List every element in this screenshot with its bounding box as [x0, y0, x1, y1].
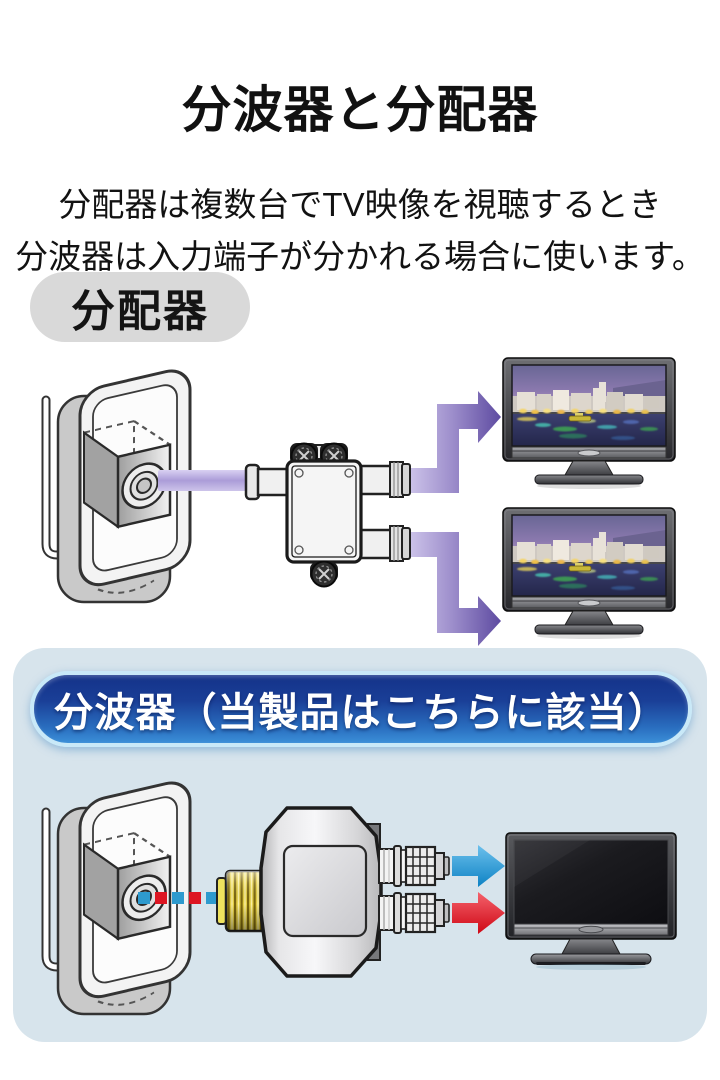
- intro-text: 分配器は複数台でTV映像を視聴するとき 分波器は入力端子が分かれる場合に使います…: [0, 179, 720, 283]
- arrow-to-tv1-icon: [405, 391, 501, 493]
- intro-line-2: 分波器は入力端子が分かれる場合に使います。: [15, 238, 705, 275]
- distributor-device-icon: [244, 442, 411, 588]
- antenna-signal-band: [158, 470, 258, 491]
- wall-outlet-icon: [46, 366, 190, 603]
- distributor-badge-label: 分配器: [71, 287, 209, 336]
- intro-line-1: 分配器は複数台でTV映像を視聴するとき: [58, 186, 662, 223]
- arrow-to-tv2-icon: [405, 532, 501, 646]
- distributor-badge: 分配器: [30, 272, 250, 342]
- distributor-diagram: [46, 358, 675, 646]
- tv-1-icon: [503, 358, 675, 489]
- page-title: 分波器と分配器: [181, 81, 539, 138]
- splitter-section: [13, 648, 707, 1042]
- tv-2-icon: [503, 508, 675, 639]
